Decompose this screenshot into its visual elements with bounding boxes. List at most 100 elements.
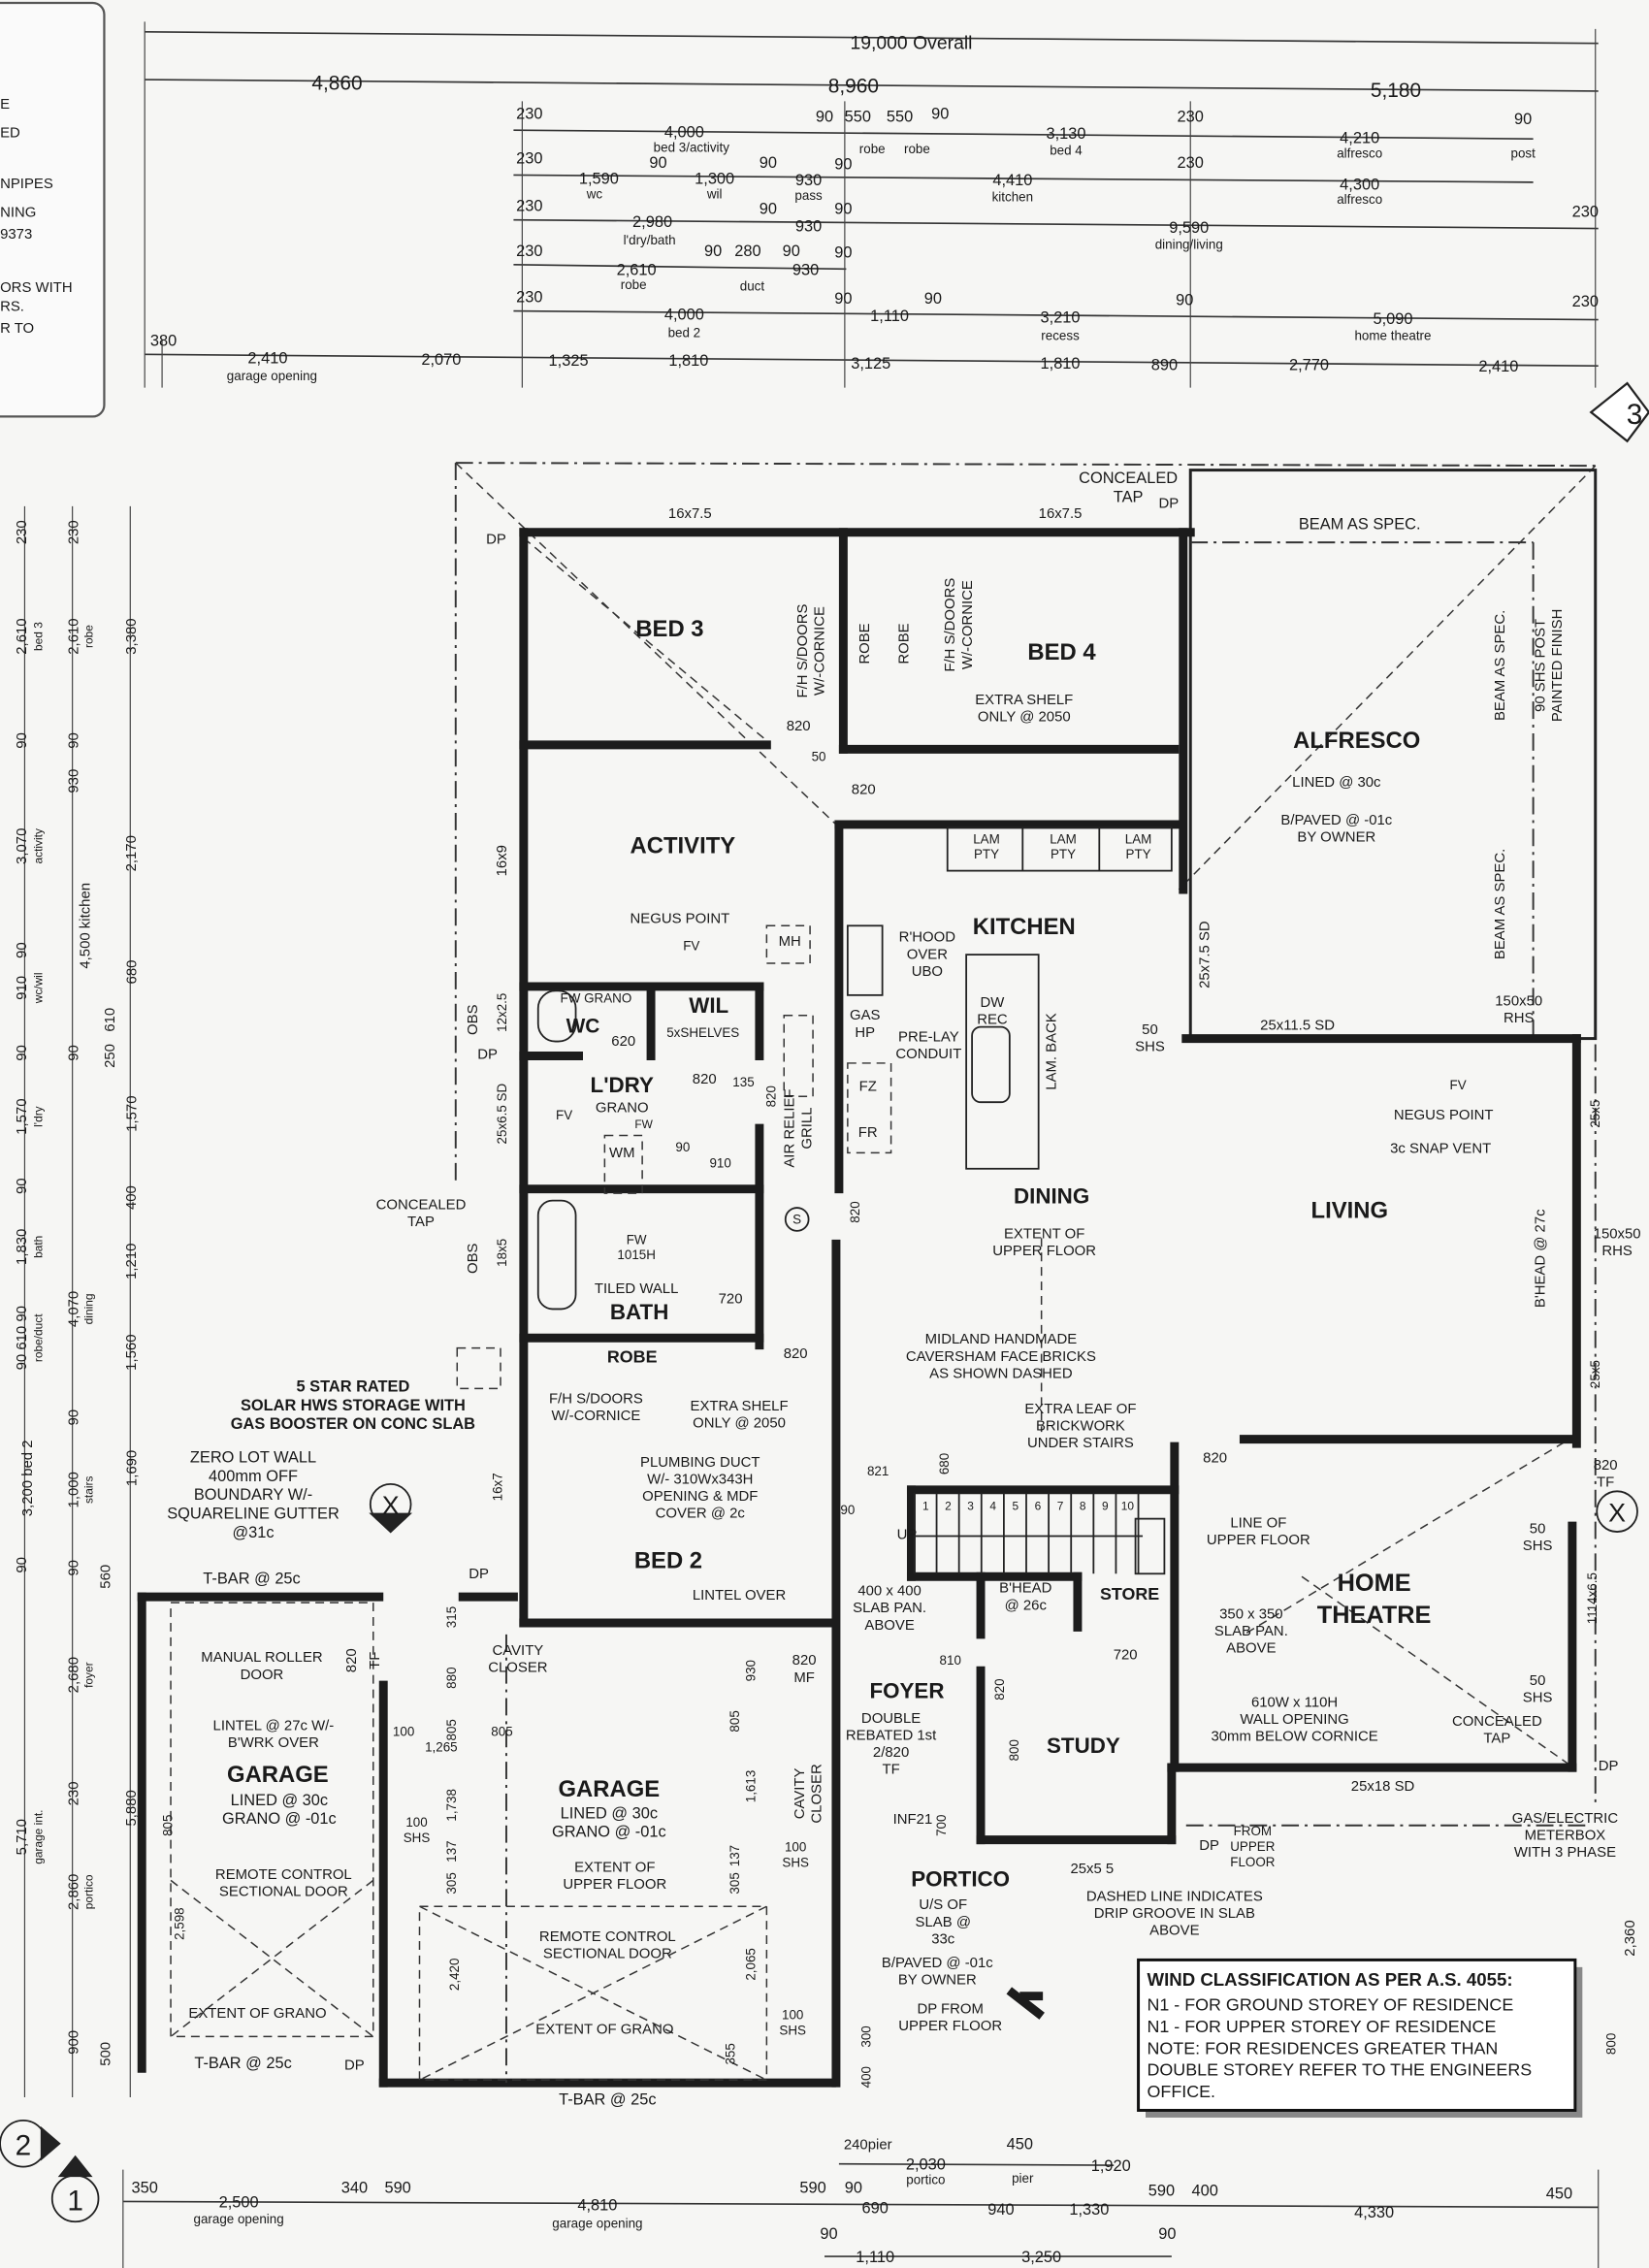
plan-note: EXTENT OF GRANO bbox=[535, 2022, 673, 2037]
plan-note: TF bbox=[1597, 1475, 1614, 1491]
plan-note: 50 bbox=[812, 749, 826, 763]
dimension-top: 90 bbox=[834, 155, 852, 173]
plan-note: 820 bbox=[787, 719, 811, 734]
plan-note: FW GRANO bbox=[561, 990, 632, 1005]
dimension-top: 230 bbox=[1572, 204, 1599, 221]
plan-note: LAM. BACK bbox=[1045, 1013, 1060, 1090]
cooktop-icon bbox=[846, 924, 884, 996]
plan-note: OBS bbox=[466, 1243, 481, 1274]
plan-note: ROBE bbox=[857, 623, 873, 664]
dimension-left: 500 bbox=[98, 2042, 113, 2066]
dimension-bottom: 2,030 bbox=[906, 2156, 946, 2174]
dimension-left: 1,570 bbox=[15, 1098, 30, 1134]
dimension-top: robe bbox=[621, 277, 647, 292]
plan-note: CLOSER bbox=[488, 1660, 548, 1675]
plan-note: SQUARELINE GUTTER bbox=[167, 1506, 340, 1523]
plan-note: OVER bbox=[907, 947, 948, 962]
dimension-top: 90 bbox=[816, 108, 833, 125]
plan-note: 820 bbox=[792, 1653, 817, 1669]
dimension-top: 2,410 bbox=[1478, 358, 1518, 375]
plan-note: FW bbox=[634, 1118, 653, 1131]
dimension-top: 230 bbox=[1178, 108, 1204, 125]
plan-note: REBATED 1st bbox=[846, 1728, 937, 1743]
dimension-left: bed 3 bbox=[31, 622, 45, 651]
plan-note: EXTENT OF GRANO bbox=[188, 2006, 326, 2022]
plan-note: T-BAR @ 25c bbox=[559, 2091, 656, 2109]
plan-note: 820 bbox=[763, 1085, 778, 1107]
plan-note: 820 bbox=[852, 783, 876, 798]
plan-note: BY OWNER bbox=[898, 1972, 977, 1988]
plan-note: INF21 bbox=[893, 1812, 933, 1828]
plan-note: TF bbox=[882, 1763, 899, 1778]
plan-note: GAS bbox=[850, 1008, 881, 1023]
plan-note: 305 bbox=[728, 1872, 742, 1894]
room-label: ACTIVITY bbox=[630, 833, 736, 859]
dimension-left: 230 bbox=[67, 1781, 82, 1805]
plan-note: MANUAL ROLLER bbox=[201, 1650, 323, 1666]
plan-note: W/-CORNICE bbox=[551, 1409, 640, 1424]
dimension-left: 4,500 kitchen bbox=[79, 883, 94, 969]
room-label: LIVING bbox=[1311, 1197, 1388, 1223]
dimension-left: 5,710 bbox=[15, 1819, 30, 1855]
dimension-left: l'dry bbox=[31, 1106, 45, 1127]
plan-note: ONLY @ 2050 bbox=[978, 710, 1071, 726]
wind-box-line: N1 - FOR UPPER STOREY OF RESIDENCE bbox=[1148, 2017, 1497, 2036]
plan-note: PTY bbox=[1126, 847, 1151, 861]
plan-note: T-BAR @ 25c bbox=[194, 2055, 291, 2072]
dimension-left: garage int. bbox=[31, 1810, 45, 1864]
dimension-top: 230 bbox=[516, 243, 542, 260]
dimension-left: 90 bbox=[67, 1560, 82, 1576]
dimension-bottom: 1,330 bbox=[1069, 2201, 1109, 2219]
plan-note: 90 SHS POST bbox=[1534, 619, 1549, 712]
plan-note: W/-CORNICE bbox=[813, 606, 828, 696]
plan-note: 805 bbox=[444, 1719, 459, 1740]
plan-note: GRANO bbox=[596, 1101, 649, 1117]
dimension-top: 4,000 bbox=[664, 307, 704, 324]
dimension-top: 1,810 bbox=[1041, 355, 1081, 373]
dimension-left: 90 bbox=[15, 1045, 30, 1061]
stair-step-number: 6 bbox=[1035, 1500, 1042, 1513]
plan-note: TAP bbox=[1114, 488, 1144, 505]
title-block-text: RS. bbox=[0, 300, 24, 315]
dimension-top: alfresco bbox=[1337, 192, 1382, 207]
plan-note: DP bbox=[1199, 1838, 1219, 1854]
dimension-bottom: 940 bbox=[987, 2201, 1014, 2219]
plan-note: T-BAR @ 25c bbox=[203, 1571, 300, 1588]
plan-note: 805 bbox=[491, 1724, 512, 1738]
plan-note: AIR RELIEF bbox=[783, 1088, 798, 1167]
dimension-top: 4,300 bbox=[1340, 176, 1379, 193]
dimension-bottom: 340 bbox=[341, 2179, 368, 2196]
dimension-top: 2,070 bbox=[421, 351, 461, 369]
dimension-top: 890 bbox=[1151, 357, 1178, 374]
plan-note: SLAB PAN. bbox=[853, 1601, 926, 1616]
plan-note: LINTEL OVER bbox=[693, 1588, 787, 1604]
dimension-top: home theatre bbox=[1354, 328, 1431, 342]
plan-note: 137 bbox=[728, 1845, 742, 1866]
room-label: L'DRY bbox=[591, 1073, 654, 1097]
plan-note: LINE OF bbox=[1230, 1516, 1286, 1532]
plan-note: 30mm BELOW CORNICE bbox=[1211, 1730, 1377, 1745]
dimension-left: foyer bbox=[82, 1662, 96, 1688]
plan-note: ZERO LOT WALL bbox=[190, 1448, 316, 1466]
dimension-bottom: 90 bbox=[1158, 2225, 1176, 2243]
plan-note: PAINTED FINISH bbox=[1550, 609, 1566, 723]
plan-note: GAS/ELECTRIC bbox=[1512, 1811, 1619, 1827]
plan-note: DP bbox=[469, 1567, 489, 1582]
plan-note: DP bbox=[477, 1047, 498, 1062]
plan-note: 25x18 SD bbox=[1351, 1779, 1415, 1795]
dimension-top: 1,590 bbox=[579, 170, 619, 187]
dimension-bottom: portico bbox=[906, 2173, 945, 2187]
stair-step-number: 2 bbox=[945, 1500, 952, 1513]
plan-note: 100 bbox=[393, 1724, 414, 1738]
dimension-left: robe/duct bbox=[31, 1313, 45, 1362]
stair-step-number: 10 bbox=[1121, 1500, 1135, 1513]
plan-note: NEGUS POINT bbox=[1394, 1108, 1494, 1123]
plan-note: 2/820 bbox=[873, 1745, 909, 1761]
plan-note: 810 bbox=[940, 1653, 961, 1668]
title-block-text: R TO bbox=[0, 321, 34, 337]
dimension-top: 550 bbox=[845, 108, 871, 125]
plan-note: 100 bbox=[785, 1840, 806, 1855]
plan-note: GRANO @ -01c bbox=[222, 1810, 337, 1828]
